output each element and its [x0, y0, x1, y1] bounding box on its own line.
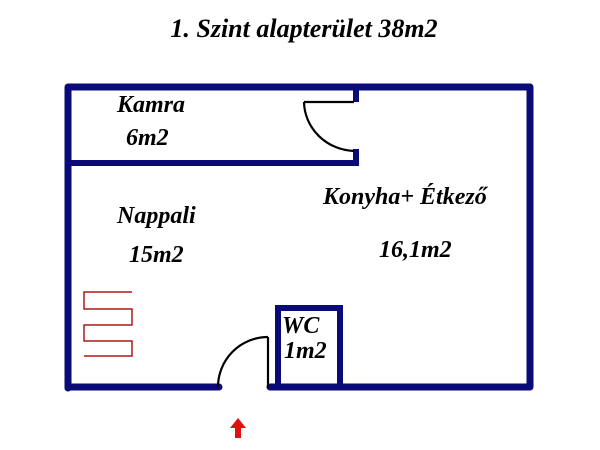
room-name-nappali: Nappali — [117, 203, 196, 229]
room-area-nappali: 15m2 — [129, 242, 184, 268]
room-area-konyha-etkezo: 16,1m2 — [379, 237, 452, 263]
wc-walls — [275, 305, 343, 389]
outer-walls — [64, 83, 534, 392]
arrow-up-icon — [230, 418, 246, 438]
stairs-icon — [83, 291, 133, 357]
floor-plan-title: 1. Szint alapterület 38m2 — [170, 14, 438, 43]
entrance-door — [216, 335, 270, 388]
kamra-door — [302, 100, 355, 153]
kamra-walls — [68, 87, 359, 166]
room-area-wc: 1m2 — [284, 338, 327, 364]
room-name-konyha-etkezo: Konyha+ Étkező — [323, 184, 487, 210]
room-name-wc: WC — [282, 313, 320, 339]
room-area-kamra: 6m2 — [126, 125, 169, 151]
room-name-kamra: Kamra — [117, 92, 186, 118]
